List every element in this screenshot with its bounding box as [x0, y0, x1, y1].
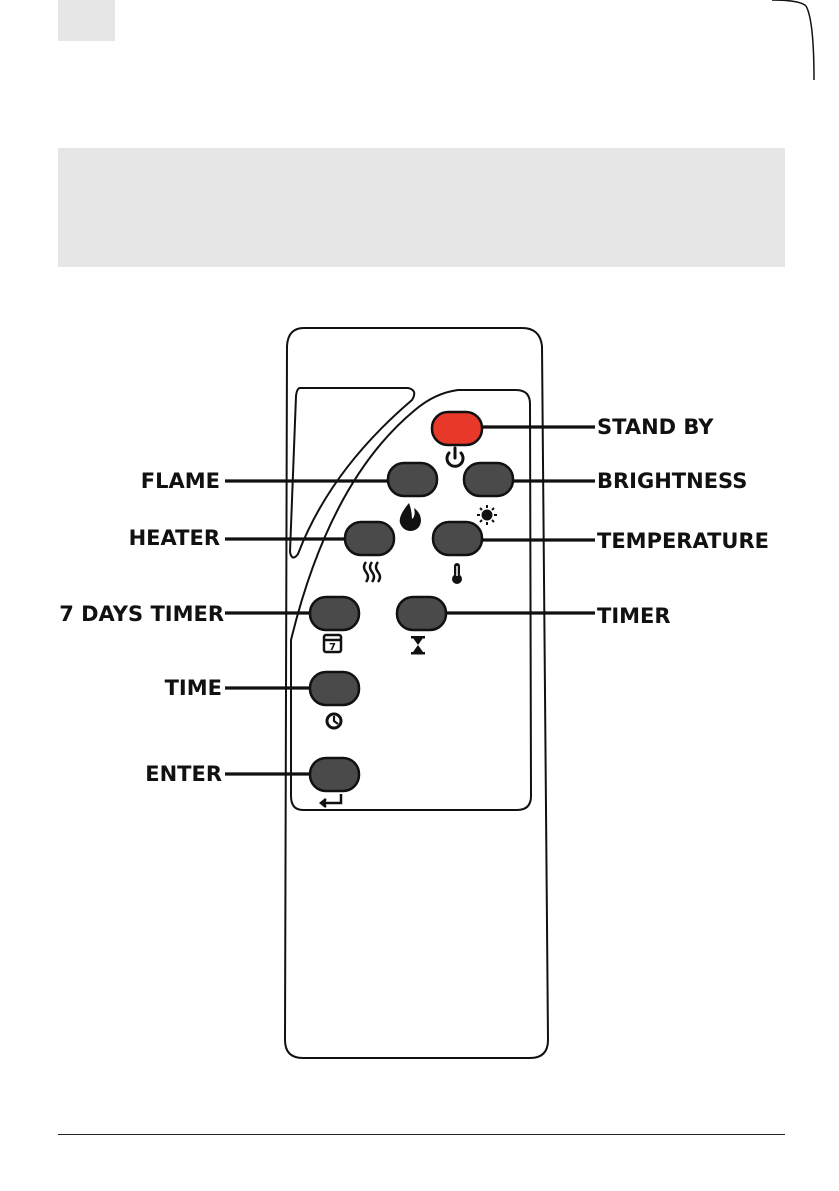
heater-button[interactable]: [345, 522, 394, 555]
7days-timer-button[interactable]: [310, 597, 359, 630]
temperature-button[interactable]: [433, 522, 482, 555]
enter-label: ENTER: [145, 762, 222, 786]
time-button[interactable]: [310, 672, 359, 705]
heater-label: HEATER: [129, 526, 220, 550]
flame-label: FLAME: [141, 469, 220, 493]
standby-label: STAND BY: [597, 415, 713, 439]
brightness-label: BRIGHTNESS: [597, 469, 747, 493]
brightness-button[interactable]: [464, 463, 513, 496]
brightness-icon: [477, 505, 497, 525]
enter-button[interactable]: [310, 758, 359, 791]
time-label: TIME: [165, 676, 222, 700]
standby-button[interactable]: [432, 412, 482, 445]
timer-label: TIMER: [597, 604, 671, 628]
calendar-7-glyph: 7: [329, 642, 336, 653]
footer-rule: [58, 1134, 785, 1135]
flame-button[interactable]: [388, 463, 437, 496]
temperature-label: TEMPERATURE: [597, 529, 769, 553]
timer-button[interactable]: [397, 597, 446, 630]
7days-timer-label: 7 DAYS TIMER: [59, 602, 224, 626]
